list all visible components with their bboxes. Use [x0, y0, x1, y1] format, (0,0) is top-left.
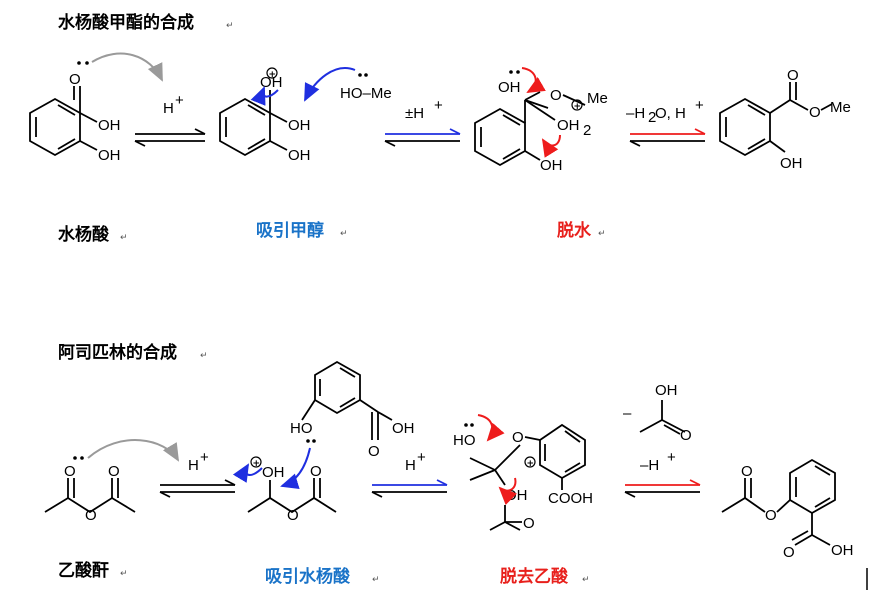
step4-label: 脱去乙酸	[500, 566, 569, 587]
red-curved-arrow	[477, 414, 505, 442]
return-mark: ↵	[226, 21, 234, 31]
atom-oh: OH	[780, 155, 803, 172]
plus-sign: +	[574, 102, 582, 112]
plus-sign: +	[434, 97, 443, 114]
atom-cooh: COOH	[548, 490, 593, 507]
blue-curved-arrow	[232, 463, 263, 483]
atom-o: O	[64, 463, 76, 480]
aspirin-structure: O O O OH	[721, 458, 854, 561]
atom-o: O	[523, 515, 535, 532]
anhydride-label: 乙酸酐	[58, 560, 109, 581]
return-mark: ↵	[120, 569, 128, 579]
atom-o: O	[741, 463, 753, 480]
atom-oh: OH	[831, 542, 854, 559]
methyl-salicylate-structure: O O Me OH	[719, 67, 851, 172]
salicylic-acid-reagent-structure: HO O OH	[290, 360, 415, 460]
minus-sign: –	[623, 405, 632, 422]
red-curved-arrow	[521, 67, 546, 94]
atom-oh: OH	[557, 117, 580, 134]
atom-o: O	[787, 67, 799, 84]
equilibrium-arrow-4	[159, 479, 236, 498]
atom-o: O	[680, 427, 692, 444]
reagent-h: H	[405, 457, 416, 474]
atom-o: O	[512, 429, 524, 446]
step3-label: 吸引水杨酸	[265, 566, 351, 587]
atom-oh: OH	[655, 382, 678, 399]
atom-o: O	[69, 71, 81, 88]
atom-oh: OH	[260, 74, 283, 91]
reagent-h: H	[163, 100, 174, 117]
plus-sign: +	[667, 449, 676, 466]
blue-curved-arrow	[250, 86, 279, 106]
reagent-minus-h: –H	[640, 457, 659, 474]
acetate-ion-structure: – OH O	[623, 382, 692, 444]
reagent-h: H	[188, 457, 199, 474]
atom-o: O	[368, 443, 380, 460]
blue-curved-arrow	[280, 447, 311, 489]
subscript-two: 2	[648, 109, 656, 126]
equilibrium-arrow-1	[134, 128, 206, 147]
reagent-pm-h: ±H	[405, 105, 424, 122]
reagent-dehydrate: –H	[626, 105, 645, 122]
plus-sign: +	[253, 459, 261, 469]
atom-oh: OH	[505, 487, 528, 504]
subscript-two: 2	[583, 122, 591, 139]
acetic-anhydride-structure: O O O	[44, 456, 136, 524]
step2-label: 脱水	[557, 220, 592, 241]
atom-ho: HO	[453, 432, 476, 449]
equilibrium-arrow-2: ±H +	[384, 97, 461, 147]
return-mark: ↵	[120, 233, 128, 243]
return-mark: ↵	[598, 229, 606, 239]
equilibrium-arrow-3: –H 2 O, H +	[626, 97, 706, 147]
aspirin-intermediate-structure: HO O OH + O COOH	[453, 423, 593, 532]
red-curved-arrow	[498, 477, 517, 505]
atom-ho: HO	[290, 420, 313, 437]
return-mark: ↵	[372, 575, 380, 585]
equilibrium-arrow-5: H +	[371, 449, 448, 498]
protonated-acid-structure: OH + OH OH	[219, 67, 311, 164]
return-mark: ↵	[582, 575, 590, 585]
atom-me: Me	[830, 99, 851, 116]
gray-curved-arrow	[91, 52, 163, 82]
return-mark: ↵	[200, 351, 208, 361]
atom-o-comma-h: O, H	[655, 105, 686, 122]
atom-oh: OH	[98, 147, 121, 164]
plus-sign: +	[417, 449, 426, 466]
atom-o: O	[287, 507, 299, 524]
atom-o: O	[310, 463, 322, 480]
plus-sign: +	[269, 70, 277, 80]
atom-o: O	[809, 104, 821, 121]
equilibrium-arrow-6: –H +	[624, 449, 701, 498]
tetrahedral-intermediate-structure: OH O Me + OH 2 OH	[474, 70, 608, 174]
red-curved-arrow	[541, 134, 561, 158]
gray-curved-arrow	[87, 439, 180, 462]
atom-oh: OH	[288, 147, 311, 164]
atom-me: Me	[587, 90, 608, 107]
atom-o: O	[765, 507, 777, 524]
protonated-anhydride-structure: OH + O O	[247, 456, 337, 524]
salicylic-acid-structure: O OH OH	[29, 61, 121, 164]
atom-o: O	[783, 544, 795, 561]
atom-oh: OH	[98, 117, 121, 134]
atom-o: O	[85, 507, 97, 524]
plus-sign: +	[695, 97, 704, 114]
blue-curved-arrow	[304, 67, 356, 102]
atom-oh: OH	[288, 117, 311, 134]
return-mark: ↵	[340, 229, 348, 239]
atom-oh: OH	[262, 464, 285, 481]
plus-sign: +	[175, 92, 184, 109]
section2-title: 阿司匹林的合成	[58, 342, 177, 363]
step1-label: 吸引甲醇	[256, 220, 324, 241]
plus-sign: +	[527, 459, 535, 469]
salicylic-label: 水杨酸	[58, 224, 110, 245]
atom-oh: OH	[392, 420, 415, 437]
section1-title: 水杨酸甲酯的合成	[58, 12, 194, 33]
atom-oh: OH	[498, 79, 521, 96]
plus-sign: +	[200, 449, 209, 466]
reagent-methanol: HO–Me	[340, 85, 392, 102]
atom-oh: OH	[540, 157, 563, 174]
atom-o: O	[108, 463, 120, 480]
atom-o: O	[550, 87, 562, 104]
